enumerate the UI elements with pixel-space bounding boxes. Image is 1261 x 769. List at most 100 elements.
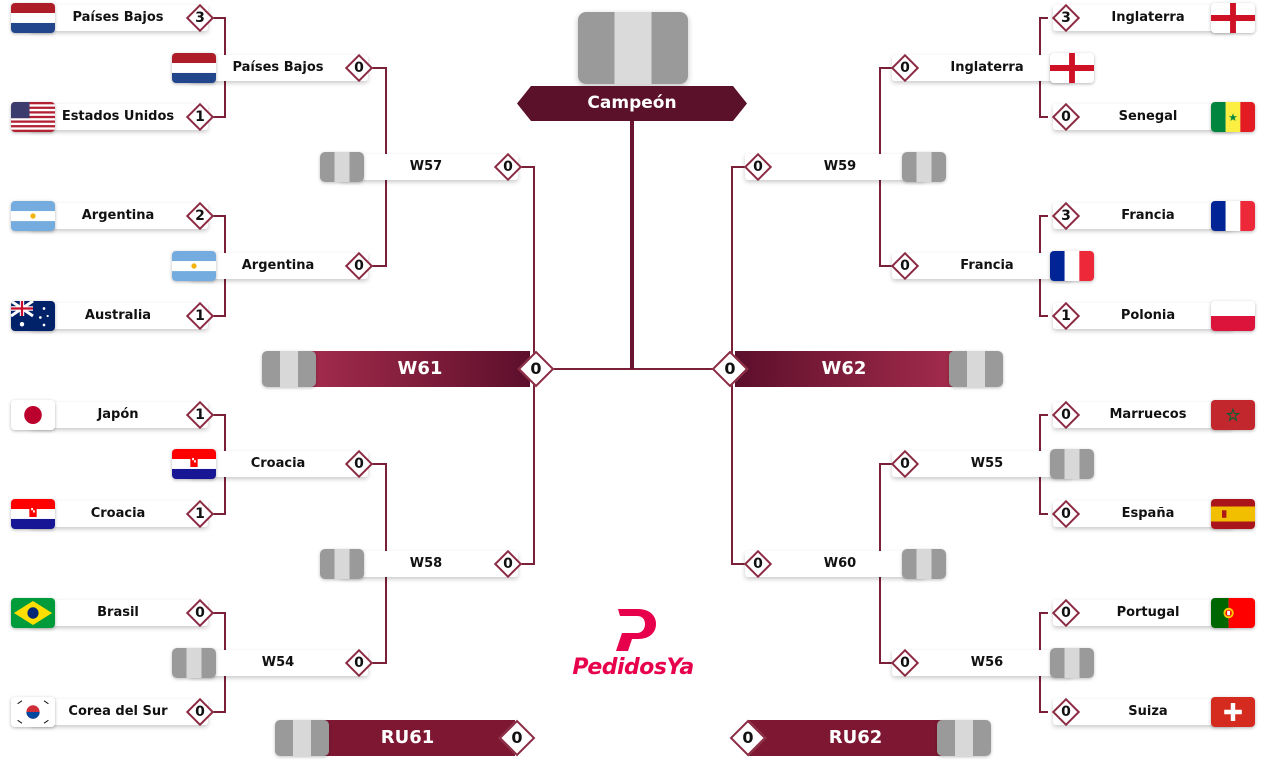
score-badge: 3: [185, 3, 215, 33]
placeholder-flag-icon: [275, 720, 329, 756]
score-badge: 0: [498, 719, 536, 757]
score-badge: 0: [517, 350, 555, 388]
croatia-flag-icon: [172, 449, 216, 479]
team-name: W57: [409, 159, 443, 174]
placeholder-flag-icon: [320, 152, 364, 182]
score-badge: 0: [729, 719, 767, 757]
team-name: Japón: [97, 407, 139, 422]
team-name: Argentina: [81, 208, 155, 223]
score-badge: 0: [1051, 499, 1081, 529]
team-name: Brasil: [97, 605, 139, 620]
team-name: W56: [970, 655, 1004, 670]
team-name: W55: [970, 456, 1004, 471]
placeholder-flag-icon: [320, 549, 364, 579]
placeholder-flag-icon: [949, 351, 1003, 387]
korea-flag-icon: [11, 697, 55, 727]
portugal-flag-icon: [1211, 598, 1255, 628]
japan-flag-icon: [11, 400, 55, 430]
champion-banner: Campeón: [517, 86, 747, 121]
team-name: Corea del Sur: [68, 704, 168, 719]
score-badge: 0: [344, 53, 374, 83]
brand-name: PedidosYa: [572, 655, 694, 680]
score-badge: 0: [890, 251, 920, 281]
score-badge: 0: [711, 350, 749, 388]
score-badge: 3: [1051, 201, 1081, 231]
team-name: Senegal: [1118, 109, 1178, 124]
score-badge: 0: [1051, 102, 1081, 132]
team-name: Inglaterra: [1111, 10, 1185, 25]
score-badge: 0: [743, 549, 773, 579]
croatia-flag-icon: [11, 499, 55, 529]
score-badge: 0: [493, 152, 523, 182]
brazil-flag-icon: [11, 598, 55, 628]
england-flag-icon: [1211, 3, 1255, 33]
third-place-label: RU61: [300, 720, 515, 756]
score-badge: 1: [185, 102, 215, 132]
placeholder-flag-icon: [937, 720, 991, 756]
france-flag-icon: [1050, 251, 1094, 281]
team-name: Países Bajos: [232, 60, 324, 75]
france-flag-icon: [1211, 201, 1255, 231]
placeholder-flag-icon: [902, 152, 946, 182]
champion-flag-placeholder: [578, 12, 688, 84]
australia-flag-icon: [11, 301, 55, 331]
switzerland-flag-icon: [1211, 697, 1255, 727]
team-name: Portugal: [1116, 605, 1180, 620]
team-name: Francia: [1121, 208, 1175, 223]
score-badge: 0: [493, 549, 523, 579]
score-badge: 0: [1051, 598, 1081, 628]
score-badge: 0: [344, 648, 374, 678]
england-flag-icon: [1050, 53, 1094, 83]
team-name: España: [1121, 506, 1175, 521]
poland-flag-icon: [1211, 301, 1255, 331]
placeholder-flag-icon: [1050, 648, 1094, 678]
usa-flag-icon: [11, 102, 55, 132]
score-badge: 0: [890, 449, 920, 479]
morocco-flag-icon: [1211, 400, 1255, 430]
placeholder-flag-icon: [172, 648, 216, 678]
pedidosya-mark-icon: [616, 609, 656, 651]
netherlands-flag-icon: [172, 53, 216, 83]
score-badge: 0: [185, 598, 215, 628]
team-name: W60: [823, 556, 857, 571]
team-name: W58: [409, 556, 443, 571]
team-name: Suiza: [1128, 704, 1168, 719]
score-badge: 1: [185, 400, 215, 430]
score-badge: 1: [1051, 301, 1081, 331]
senegal-flag-icon: [1211, 102, 1255, 132]
team-name: W54: [261, 655, 295, 670]
argentina-flag-icon: [11, 201, 55, 231]
score-badge: 2: [185, 201, 215, 231]
team-name: Inglaterra: [950, 60, 1024, 75]
score-badge: 0: [344, 251, 374, 281]
score-badge: 0: [1051, 400, 1081, 430]
team-name: Argentina: [241, 258, 315, 273]
score-badge: 1: [185, 301, 215, 331]
score-badge: 3: [1051, 3, 1081, 33]
team-name: Países Bajos: [72, 10, 164, 25]
spain-flag-icon: [1211, 499, 1255, 529]
placeholder-flag-icon: [902, 549, 946, 579]
score-badge: 0: [743, 152, 773, 182]
team-name: W59: [823, 159, 857, 174]
placeholder-flag-icon: [1050, 449, 1094, 479]
final-slot-label: W61: [310, 351, 530, 387]
score-badge: 0: [890, 648, 920, 678]
score-badge: 0: [890, 53, 920, 83]
team-name: Francia: [960, 258, 1014, 273]
argentina-flag-icon: [172, 251, 216, 281]
pedidosya-logo: PedidosYa: [568, 603, 698, 683]
team-name: Croacia: [250, 456, 306, 471]
team-name: Marruecos: [1109, 407, 1187, 422]
netherlands-flag-icon: [11, 3, 55, 33]
team-name: Estados Unidos: [61, 109, 175, 124]
score-badge: 0: [344, 449, 374, 479]
team-name: Australia: [84, 308, 152, 323]
score-badge: 0: [185, 697, 215, 727]
team-name: Polonia: [1120, 308, 1176, 323]
score-badge: 0: [1051, 697, 1081, 727]
third-place-label: RU62: [748, 720, 963, 756]
team-name: Croacia: [90, 506, 146, 521]
final-slot-label: W62: [735, 351, 953, 387]
score-badge: 1: [185, 499, 215, 529]
